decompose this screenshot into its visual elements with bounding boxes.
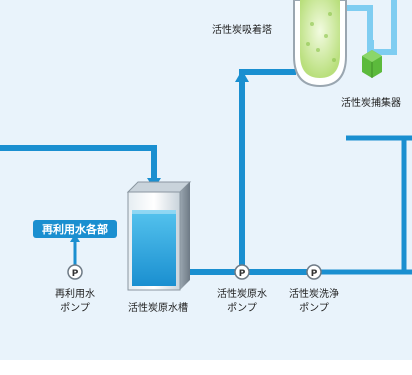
wash-pump-symbol: P [311,269,318,279]
raw-water-pump: P [234,264,250,280]
raw-water-pump-symbol: P [239,269,246,279]
inlet-pipe [0,145,157,180]
carbon-collector-label: 活性炭捕集器 [341,96,401,109]
reuse-pump-label-line2: ポンプ [60,302,90,314]
raw-water-tank-label: 活性炭原水槽 [128,301,188,314]
riser-arrow [235,70,249,82]
reuse-pump: P [67,264,83,280]
wash-pump-label-line1: 活性炭洗浄 [289,287,339,300]
wash-pump-label-line2: ポンプ [299,302,329,314]
reuse-pump-label-line1: 再利用水 [55,288,95,300]
reuse-section-label: 再利用水各部 [42,222,108,236]
carbon-collector [362,50,382,78]
adsorption-tower-label: 活性炭吸着塔 [212,23,272,36]
reuse-section-box: 再利用水各部 [33,220,117,238]
raw-water-pump-label-line2: ポンプ [227,302,257,314]
adsorption-tower [293,0,347,88]
reuse-pump-symbol: P [72,269,79,279]
wash-pump: P [306,264,322,280]
raw-water-tank [126,181,192,291]
raw-water-pump-label-line1: 活性炭原水 [217,287,267,300]
